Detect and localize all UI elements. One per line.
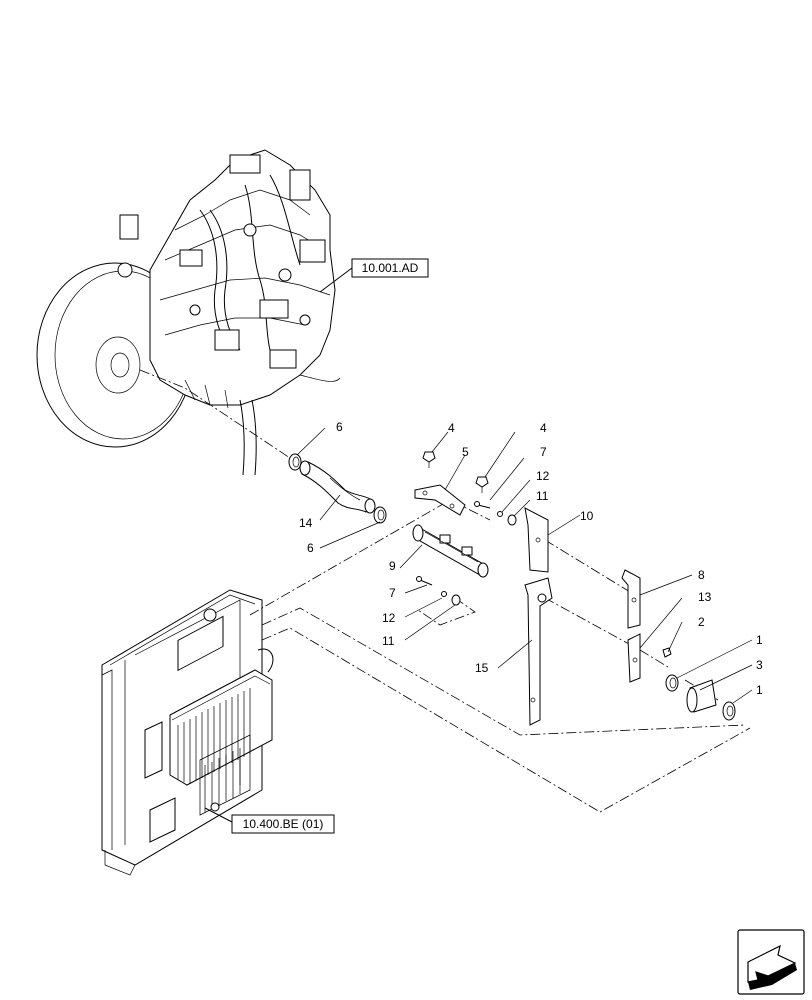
plate-10 bbox=[524, 507, 549, 573]
bolt-4b bbox=[475, 476, 489, 493]
engine-reference-label: 10.001.AD bbox=[362, 261, 419, 275]
callout-5: 5 bbox=[462, 445, 469, 459]
bracket-8 bbox=[621, 569, 641, 629]
clamp-1b bbox=[722, 701, 736, 721]
bar-15 bbox=[524, 577, 553, 726]
callout-14: 14 bbox=[299, 516, 313, 530]
hose-clamp-upper bbox=[288, 453, 302, 471]
tube-part bbox=[412, 524, 489, 578]
sleeve-3 bbox=[686, 679, 717, 713]
screw-7b bbox=[416, 576, 433, 586]
callout-10: 10 bbox=[580, 509, 594, 523]
washer-12b bbox=[441, 591, 447, 597]
arrow-navigation-icon[interactable] bbox=[737, 929, 805, 995]
callout-15: 15 bbox=[475, 661, 489, 675]
callout-1: 1 bbox=[756, 683, 763, 697]
callout-1: 1 bbox=[756, 633, 763, 647]
callout-12: 12 bbox=[536, 469, 550, 483]
bracket-13 bbox=[627, 633, 641, 683]
bolt-4a bbox=[422, 451, 436, 468]
callout-4: 4 bbox=[540, 421, 547, 435]
callout-11: 11 bbox=[382, 634, 395, 648]
hose-clamp-lower bbox=[373, 506, 387, 524]
radiator-reference-label: 10.400.BE (01) bbox=[243, 817, 324, 831]
radiator-assembly bbox=[101, 589, 274, 876]
callout-2: 2 bbox=[698, 615, 705, 629]
clamp-1a bbox=[665, 674, 679, 692]
leader-lines bbox=[296, 427, 753, 704]
callout-labels: 6 14 6 9 4 5 4 7 12 11 10 7 12 11 15 8 1… bbox=[299, 420, 763, 697]
callout-13: 13 bbox=[698, 590, 712, 604]
hose-part bbox=[299, 460, 376, 514]
screw-2 bbox=[662, 647, 672, 658]
callout-6: 6 bbox=[336, 420, 343, 434]
callout-8: 8 bbox=[698, 568, 705, 582]
nut-11b bbox=[451, 594, 461, 606]
callout-7: 7 bbox=[540, 445, 547, 459]
callout-9: 9 bbox=[389, 559, 396, 573]
callout-3: 3 bbox=[756, 658, 763, 672]
callout-6: 6 bbox=[307, 541, 314, 555]
callout-7: 7 bbox=[389, 586, 396, 600]
engine-assembly bbox=[36, 149, 341, 476]
callout-12: 12 bbox=[382, 611, 396, 625]
engine-reference[interactable]: 10.001.AD bbox=[319, 258, 429, 293]
callout-11: 11 bbox=[536, 489, 549, 503]
washer-12a bbox=[497, 511, 503, 517]
callout-4: 4 bbox=[448, 421, 455, 435]
radiator-reference[interactable]: 10.400.BE (01) bbox=[204, 807, 335, 834]
screw-7a bbox=[474, 501, 491, 509]
nut-11a bbox=[507, 514, 517, 526]
bracket-5 bbox=[414, 484, 466, 516]
